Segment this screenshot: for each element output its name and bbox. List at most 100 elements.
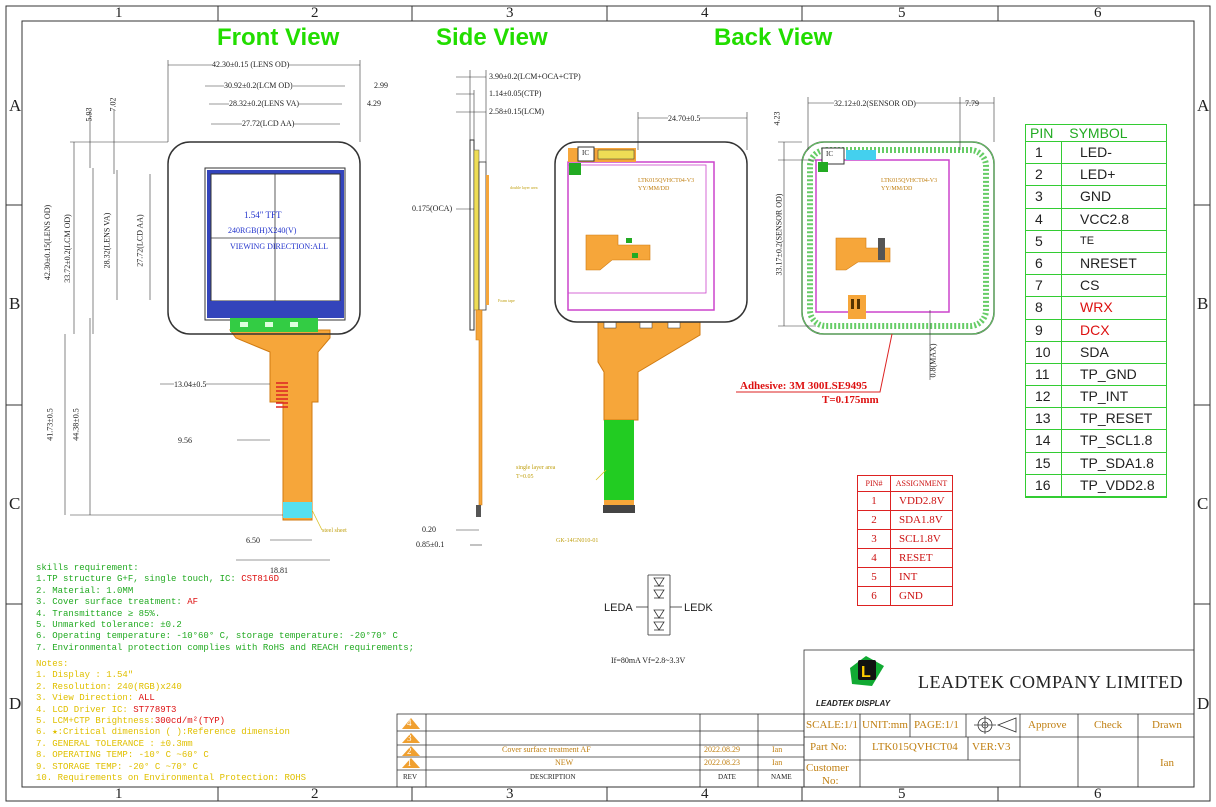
dim-44-38: 44.38±0.5 (71, 408, 81, 441)
connector-label: GK-14GN010-01 (556, 538, 599, 544)
skills-line-text: 2. Material: 1.0MM (36, 585, 134, 596)
pin-number: 11 (1026, 363, 1062, 386)
rev-header-name: NAME (771, 773, 792, 781)
skills-line: 5. Unmarked tolerance: ±0.2 (36, 620, 414, 631)
assign-header: PIN# ASSIGNMENT (857, 475, 953, 492)
dim-lcd-aa-h: 27.72(LCD AA) (135, 214, 145, 267)
assign-signal: VDD2.8V (899, 495, 945, 507)
rev-date-2: 2022.08.23 (704, 758, 740, 767)
dim-5-93: 5.93 (84, 107, 94, 122)
pin-symbol: SDA (1080, 343, 1109, 360)
pin-symbol: LED- (1080, 144, 1112, 160)
approve-label: Approve (1028, 719, 1067, 731)
pin-number: 10 (1026, 341, 1062, 363)
assign-pin: 1 (858, 492, 891, 510)
adhesive-leader (736, 333, 893, 393)
dim-4-29: 4.29 (367, 99, 381, 108)
pin-table-header: PIN SYMBOL (1026, 125, 1166, 142)
skills-line: 1.TP structure G+F, single touch, IC: CS… (36, 574, 414, 585)
dim-41-73: 41.73±0.5 (45, 408, 55, 441)
front-stiffener (283, 502, 312, 518)
pin-number: 15 (1026, 452, 1062, 474)
dim-lcm-od-w: 30.92±0.2(LCM OD) (224, 81, 293, 90)
dim-lcd-aa-w: 27.72(LCD AA) (242, 119, 295, 128)
front-active-area (210, 173, 341, 302)
skills-line: 7. Environmental protection complies wit… (36, 643, 414, 654)
dim-lens-va-w: 28.32±0.2(LENS VA) (229, 99, 300, 108)
dim-2-58: 2.58±0.15(LCM) (489, 107, 545, 116)
rev-desc-new: NEW (555, 758, 574, 767)
pin-symbol: DCX (1080, 321, 1110, 338)
rev-mark-1: 1 (407, 758, 412, 768)
dim-lcm-od-h: 33.72±0.2(LCM OD) (62, 214, 72, 283)
zone-c-left: C (9, 494, 21, 513)
scale-field: SCALE:1/1 (806, 719, 858, 731)
zone-b-right: B (1197, 294, 1209, 313)
mid-fpc-single-layer (604, 420, 634, 500)
zone-b-left: B (9, 294, 21, 313)
steel-sheet-label: steel sheet (322, 528, 347, 534)
projection-symbol (974, 716, 1017, 734)
customer-label: Customer (806, 762, 849, 774)
zone-4-bottom: 4 (701, 786, 709, 802)
zone-a-right: A (1197, 96, 1210, 115)
dim-lens-od-w: 42.30±0.15 (LENS OD) (212, 60, 290, 69)
dim-1-14: 1.14±0.05(CTP) (489, 89, 542, 98)
note-line-text: 7. GENERAL TOLERANCE : ±0.3mm (36, 738, 193, 749)
rev-mark-4: 4 (407, 718, 412, 728)
pin-symbol: WRX (1080, 299, 1113, 316)
note-line-text: 9. STORAGE TEMP: -20° C ~70° C (36, 761, 199, 772)
skills-line-text: 7. Environmental protection complies wit… (36, 642, 415, 653)
logo-text: LEADTEK DISPLAY (816, 699, 891, 708)
zone-1-bottom: 1 (115, 786, 123, 802)
double-layer-label: double layer area (510, 185, 538, 190)
pin-number: 8 (1026, 297, 1062, 319)
assign-signal: INT (899, 571, 918, 583)
note-line: 1. Display : 1.54" (36, 670, 306, 681)
mid-connector (603, 505, 635, 513)
dim-3-90: 3.90±0.2(LCM+OCA+CTP) (489, 72, 581, 81)
rev-header-desc: DESCRIPTION (530, 773, 576, 781)
dim-lens-va-h: 28.32(LENS VA) (102, 212, 112, 269)
unit-field: UNIT:mm (862, 719, 908, 731)
pin-number: 13 (1026, 408, 1062, 430)
zone-4-top: 4 (701, 5, 709, 21)
mid-ic-label: IC (582, 149, 589, 157)
pin-symbol: LED+ (1080, 166, 1116, 183)
front-view (64, 60, 361, 561)
rev-mark-3: 3 (407, 733, 412, 743)
ledk-label: LEDK (684, 602, 713, 614)
back-magenta-border (815, 159, 950, 313)
note-line-highlight: 300cd/m²(TYP) (154, 716, 226, 727)
side-dim-lines (456, 70, 487, 546)
page-field: PAGE:1/1 (914, 719, 959, 731)
zone-6-top: 6 (1094, 5, 1102, 21)
assign-row: 1 VDD2.8V (857, 492, 953, 511)
dim-2-99: 2.99 (374, 81, 388, 90)
rev-mark-2: 2 (407, 746, 412, 756)
dim-sensor-h: 33.17±0.2(SENSOR OD) (774, 193, 784, 276)
mid-panel (554, 112, 748, 513)
back-view-title: Back View (714, 24, 833, 51)
svg-text:L: L (861, 664, 871, 681)
pin-symbol: TP_INT (1080, 388, 1129, 405)
rev-header-date: DATE (718, 773, 736, 781)
skills-line: 4. Transmittance ≥ 85%. (36, 609, 414, 620)
screen-line-2: 240RGB(H)X240(V) (228, 226, 297, 235)
zone-dividers (6, 6, 1210, 801)
note-line: Notes: (36, 659, 306, 670)
pin-symbol: TP_SCL1.8 (1080, 432, 1153, 449)
note-line-text: 3. View Direction: (36, 693, 139, 704)
